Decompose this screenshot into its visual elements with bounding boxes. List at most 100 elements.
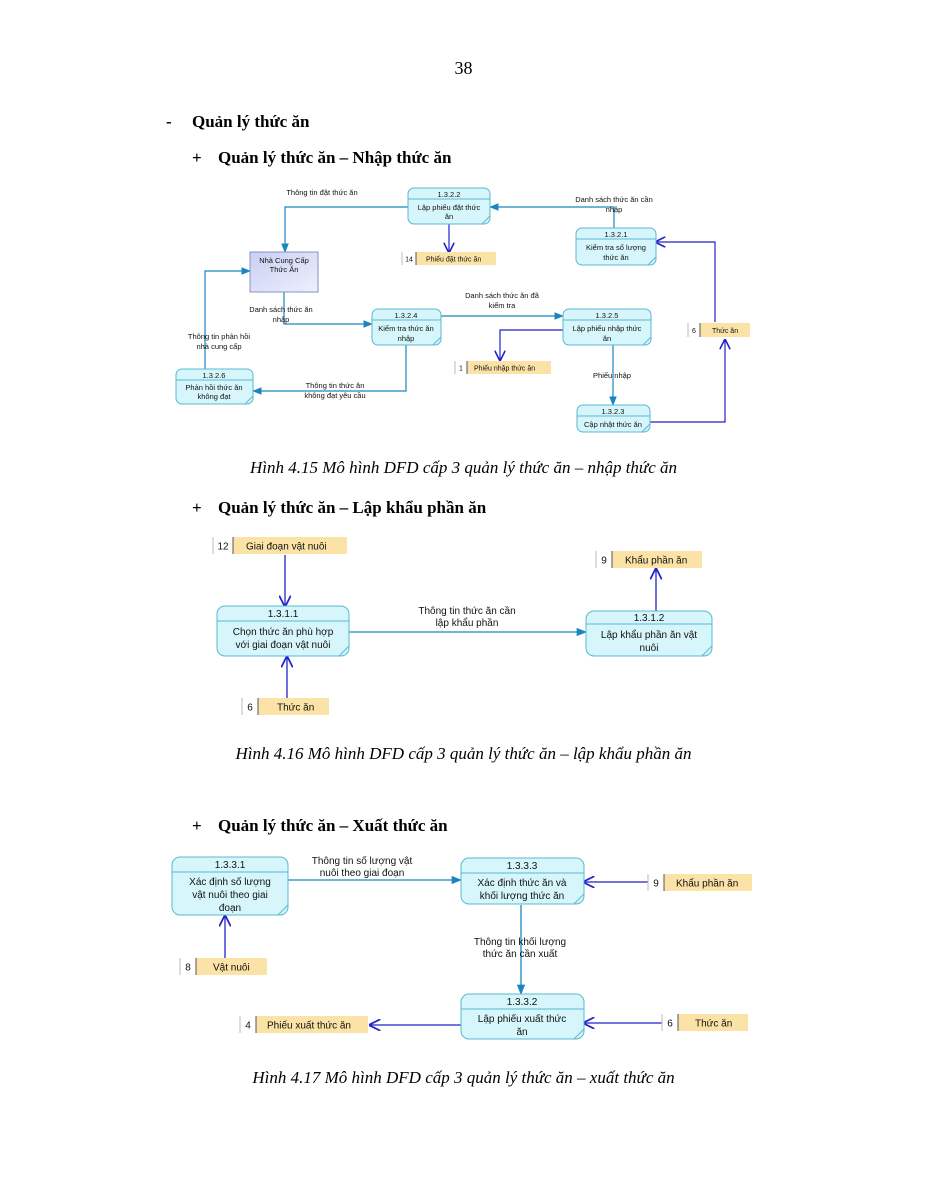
svg-text:1.3.2.6: 1.3.2.6 [203,371,226,380]
section-bullet: - [166,112,172,131]
svg-text:Giai đoạn vật nuôi: Giai đoạn vật nuôi [246,542,327,553]
svg-text:1.3.2.4: 1.3.2.4 [395,311,418,320]
flow-label: Danh sách thức ăn [249,305,312,314]
svg-text:nhập: nhập [398,334,415,343]
svg-text:1.3.1.2: 1.3.1.2 [634,613,665,624]
subsection-bullet: + [192,148,202,167]
process-1-3-2-6: 1.3.2.6 Phản hồi thức ăn không đạt [175,368,254,405]
process-1-3-3-1: 1.3.3.1 Xác định số lượng vật nuôi theo … [171,856,289,916]
svg-text:1.3.2.5: 1.3.2.5 [596,311,619,320]
svg-text:Thức ăn: Thức ăn [712,328,738,335]
svg-text:6: 6 [667,1019,673,1030]
svg-text:Khẩu phần ăn: Khẩu phần ăn [676,878,738,890]
datastore-6-thuc-an: 6 Thức ăn [661,1014,748,1031]
process-1-3-1-2: 1.3.1.2 Lập khẩu phần ăn vật nuôi [585,610,713,657]
page-number: 38 [454,58,473,78]
datastore-12-giai-doan-vat-nuoi: 12 Giai đoạn vật nuôi [212,537,347,554]
flow-danh-sach-nhap [283,292,373,328]
flow-label: Danh sách thức ăn đã [465,291,540,300]
process-1-3-3-2: 1.3.3.2 Lập phiếu xuất thức ăn [460,993,585,1040]
section-title-quan-ly-thuc-an: Quản lý thức ăn [192,112,310,131]
svg-text:Xác định số lượng: Xác định số lượng [189,876,271,888]
subsection-title-lap-khau-phan: Quản lý thức ăn – Lập khẩu phần ăn [218,498,487,517]
svg-text:Phản hồi thức ăn: Phản hồi thức ăn [185,383,242,392]
datastore-6-thuc-an: 6 Thức ăn [241,698,329,715]
svg-text:8: 8 [185,963,191,974]
svg-text:1.3.1.1: 1.3.1.1 [268,609,299,620]
svg-text:Lập phiếu xuất thức: Lập phiếu xuất thức [478,1013,566,1025]
flow-label: nhập [606,205,623,214]
subsection-bullet: + [192,498,202,517]
svg-text:không đạt: không đạt [198,392,232,401]
svg-text:Thức ăn: Thức ăn [277,703,314,714]
flow-label: kiểm tra [489,301,517,310]
svg-text:ăn: ăn [516,1027,527,1038]
svg-text:Lập khẩu phần ăn vật: Lập khẩu phần ăn vật [601,629,697,641]
datastore-9-khau-phan-an: 9 Khẩu phần ăn [647,874,752,891]
flow-label: Thông tin thức ăn cần [418,605,515,617]
flow-label: Phiếu nhập [593,371,631,380]
svg-text:với giai đoạn vật nuôi: với giai đoạn vật nuôi [236,640,331,651]
svg-text:1.3.2.2: 1.3.2.2 [438,190,461,199]
subsection-title-xuat-thuc-an: Quản lý thức ăn – Xuất thức ăn [218,816,448,835]
svg-text:1.3.2.3: 1.3.2.3 [602,407,625,416]
svg-text:12: 12 [217,542,229,553]
datastore-9-khau-phan-an: 9 Khẩu phần ăn [595,551,702,568]
svg-text:Phiếu nhập thức ăn: Phiếu nhập thức ăn [474,364,535,373]
process-1-3-2-5: 1.3.2.5 Lập phiếu nhập thức ăn [562,308,652,346]
svg-text:6: 6 [247,703,253,714]
flow-danh-sach-can-nhap [489,203,615,228]
flow-khong-dat-yeu-cau [252,345,407,395]
flow-thong-tin-dat-thuc-an [281,206,408,253]
datastore-14-phieu-dat-thuc-an: 14 Phiếu đặt thức ăn [401,252,496,265]
flow-label: Thông tin thức ăn [306,381,365,390]
flow-label: nhập [273,315,290,324]
flow-label: nhà cung cấp [196,342,241,351]
svg-text:Thức ăn: Thức ăn [695,1019,732,1030]
svg-text:9: 9 [653,879,659,890]
svg-text:Xác định thức ăn và: Xác định thức ăn và [478,878,567,889]
process-1-3-1-1: 1.3.1.1 Chọn thức ăn phù hợp với giai đo… [216,605,350,657]
flow-label: thức ăn cần xuất [483,948,558,960]
svg-text:14: 14 [405,257,413,264]
flow-label: lập khẩu phần [436,617,499,629]
process-1-3-2-3: 1.3.2.3 Cập nhật thức ăn [576,404,651,433]
svg-text:Vật nuôi: Vật nuôi [213,963,250,974]
svg-text:1: 1 [459,366,463,373]
svg-text:1.3.2.1: 1.3.2.1 [605,230,628,239]
datastore-1-phieu-nhap-thuc-an: 1 Phiếu nhập thức ăn [454,361,551,374]
svg-text:1.3.3.2: 1.3.3.2 [507,997,538,1008]
svg-text:Cập nhật thức ăn: Cập nhật thức ăn [584,420,642,429]
svg-text:1.3.3.1: 1.3.3.1 [215,860,246,871]
svg-text:1.3.3.3: 1.3.3.3 [507,861,538,872]
flow-label: không đạt yêu cầu [304,391,365,400]
flow-cap-nhat-to-thuc-an [650,340,725,423]
flow-phan-hoi-ncc [204,267,251,369]
flow-label: Thông tin số lượng vật [312,855,413,867]
svg-text:Lập phiếu đặt thức: Lập phiếu đặt thức [418,203,481,212]
svg-text:Thức Ăn: Thức Ăn [270,265,299,274]
process-1-3-2-2: 1.3.2.2 Lập phiếu đặt thức ăn [407,187,491,225]
svg-text:Lập phiếu nhập thức: Lập phiếu nhập thức [573,324,642,333]
svg-text:đoạn: đoạn [219,903,241,914]
diagram-xuat-thuc-an: Thông tin số lượng vật nuôi theo giai đo… [171,855,752,1040]
datastore-4-phieu-xuat-thuc-an: 4 Phiếu xuất thức ăn [239,1016,368,1033]
svg-text:Phiếu xuất thức ăn: Phiếu xuất thức ăn [267,1020,351,1032]
process-1-3-2-1: 1.3.2.1 Kiểm tra số lượng thức ăn [575,227,657,266]
svg-text:vật nuôi theo giai: vật nuôi theo giai [192,890,268,901]
subsection-bullet: + [192,816,202,835]
svg-text:Chọn thức ăn phù hợp: Chọn thức ăn phù hợp [233,627,334,638]
diagram-nhap-thuc-an: Thông tin đặt thức ăn Danh sách thức ăn … [175,187,750,433]
svg-text:Phiếu đặt thức ăn: Phiếu đặt thức ăn [426,255,481,264]
svg-text:Kiểm tra thức ăn: Kiểm tra thức ăn [378,324,433,333]
svg-text:khối lượng thức ăn: khối lượng thức ăn [480,890,564,902]
datastore-6-thuc-an: 6 Thức ăn [687,323,750,337]
svg-text:nuôi: nuôi [640,643,659,654]
subsection-title-nhap-thuc-an: Quản lý thức ăn – Nhập thức ăn [218,148,452,167]
flow-to-phieu-nhap [500,329,563,360]
figure-caption-4-17: Hình 4.17 Mô hình DFD cấp 3 quản lý thức… [252,1068,675,1087]
flow-label: nuôi theo giai đoạn [320,868,405,879]
svg-text:Kiểm tra số lượng: Kiểm tra số lượng [586,243,646,252]
process-1-3-3-3: 1.3.3.3 Xác định thức ăn và khối lượng t… [460,857,585,905]
